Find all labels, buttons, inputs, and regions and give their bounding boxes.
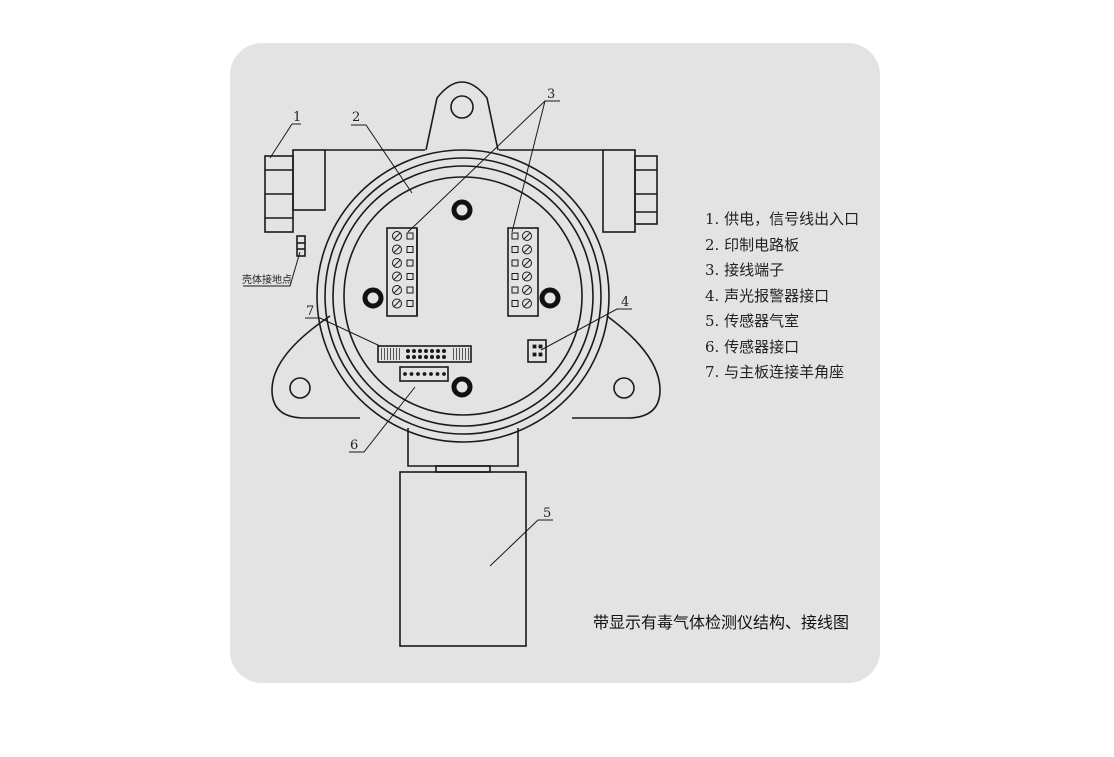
socket-pin (411, 348, 416, 353)
board-hole-right (539, 287, 561, 309)
ground-point-label: 壳体接地点 (242, 273, 292, 286)
terminal-block-right (507, 227, 539, 317)
legend-item-5: 5. 传感器气室 (705, 312, 800, 330)
socket-pin (405, 354, 410, 359)
sensor-pin (403, 372, 407, 376)
legend-item-2: 2. 印制电路板 (705, 235, 800, 254)
cable-gland-right (499, 149, 658, 233)
sensor-connector (399, 366, 449, 382)
socket-pin (411, 354, 416, 359)
right-lug-hole (613, 377, 635, 399)
board-hole-top (451, 199, 473, 221)
sensor-pin (416, 372, 420, 376)
terminal-screw-left (392, 231, 414, 241)
socket-pin (423, 348, 428, 353)
callout-3: 3 (547, 87, 555, 102)
callout-1: 1 (293, 110, 301, 125)
callout-5: 5 (543, 506, 551, 521)
terminal-block-left (386, 227, 418, 317)
socket-pin (417, 348, 422, 353)
callout-6: 6 (350, 438, 358, 453)
left-mounting-lug (271, 315, 360, 419)
board-hole-left (362, 287, 384, 309)
sensor-pin (409, 372, 414, 376)
sensor-pin (429, 372, 433, 376)
terminal-screw-right (511, 298, 532, 309)
legend-item-4: 4. 声光报警器接口 (705, 286, 830, 305)
socket-pin (435, 354, 440, 359)
housing-middle-ring (324, 157, 602, 435)
cable-gland-left (264, 149, 425, 233)
terminal-screw-left (392, 285, 414, 295)
legend-item-1: 1. 供电，信号线出入口 (705, 210, 860, 228)
legend-list: 1. 供电，信号线出入口 2. 印制电路板 3. 接线端子 4. 声光报警器接口… (705, 207, 859, 386)
main-board-socket (377, 345, 472, 363)
board-hole-bottom (451, 376, 473, 398)
socket-pin (435, 348, 440, 353)
socket-pin (405, 348, 410, 353)
top-ear-hole (450, 95, 474, 119)
socket-pin (429, 348, 434, 353)
socket-pin (441, 354, 446, 359)
terminal-screw-right (511, 271, 532, 282)
sensor-pin (435, 372, 440, 376)
terminal-screw-right (511, 244, 532, 255)
socket-pin (441, 348, 446, 353)
legend-item-3: 3. 接线端子 (705, 261, 785, 279)
callout-4: 4 (621, 295, 629, 310)
terminal-screw-right (511, 231, 532, 241)
top-mounting-ear (425, 81, 499, 151)
legend-item-6: 6. 传感器接口 (705, 337, 800, 356)
housing-outer-ring (316, 149, 610, 443)
socket-pin (423, 354, 428, 359)
socket-pin (417, 354, 422, 359)
terminal-screw-left (392, 298, 414, 309)
callout-leaders (243, 100, 632, 567)
circuit-board-edge (343, 176, 583, 416)
right-mounting-lug (572, 315, 661, 419)
left-lug-hole (289, 377, 311, 399)
socket-pin (429, 354, 434, 359)
sensor-pin (442, 372, 446, 376)
neck-collar (435, 465, 491, 473)
housing-inner-ring (332, 165, 594, 427)
sensor-pin (422, 372, 427, 376)
terminal-screw-right (511, 285, 532, 295)
terminal-screw-left (392, 244, 414, 255)
callout-7: 7 (306, 304, 314, 319)
callout-2: 2 (352, 110, 360, 125)
terminal-screw-right (511, 258, 532, 268)
sensor-chamber (399, 471, 527, 647)
diagram-caption: 带显示有毒气体检测仪结构、接线图 (593, 613, 850, 632)
alarm-connector (527, 339, 547, 363)
terminal-screw-left (392, 258, 414, 268)
terminal-screw-left (392, 271, 414, 282)
legend-item-7: 7. 与主板连接羊角座 (705, 363, 845, 381)
ground-screw-icon (296, 235, 306, 257)
